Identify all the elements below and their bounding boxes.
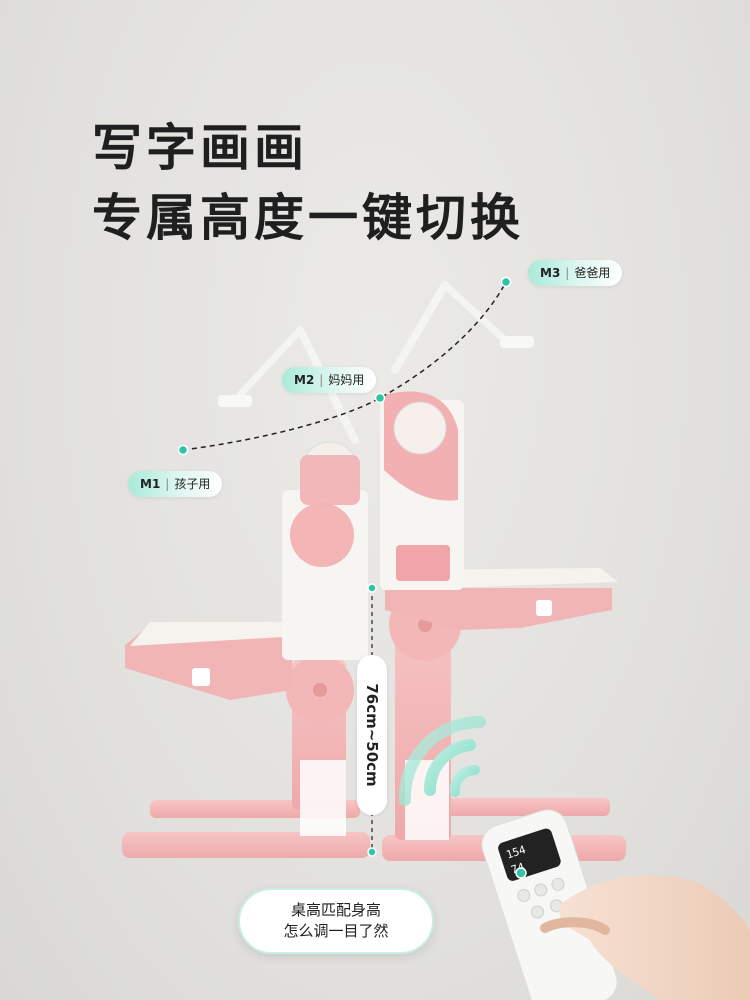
mode-user: 爸爸用 — [574, 266, 611, 280]
note-line-2: 怎么调一目了然 — [283, 922, 389, 940]
height-range-text: 76cm~50cm — [363, 683, 381, 787]
mode-code: M2 — [294, 373, 315, 387]
note-line-1: 桌高匹配身高 — [290, 901, 381, 919]
right-desk-rear-foot — [430, 798, 610, 816]
mode-label-m1: M1 | 孩子用 — [128, 471, 223, 497]
remote-pointer-dot — [515, 867, 527, 879]
headline-line-2: 专属高度一键切换 — [92, 189, 524, 247]
mode-user: 孩子用 — [174, 477, 211, 491]
height-marker-bottom — [367, 847, 377, 857]
headline-line-1: 写字画画 — [92, 119, 308, 177]
wireless-signal-icon — [398, 716, 486, 806]
height-range-label: 76cm~50cm — [357, 655, 387, 815]
mode-separator: | — [565, 266, 570, 280]
mode-label-m3: M3 | 爸爸用 — [528, 260, 623, 286]
mode-label-m2: M2 | 妈妈用 — [282, 367, 377, 393]
left-desk-tabletop — [130, 622, 300, 646]
mode-dot-m1 — [177, 444, 189, 456]
mode-separator: | — [165, 477, 170, 491]
height-marker-top — [367, 583, 377, 593]
left-desk-base — [122, 832, 370, 858]
left-desk — [122, 326, 370, 858]
remote-control: 154 74 — [481, 809, 618, 1000]
mode-dot-m2 — [374, 392, 386, 404]
mode-user: 妈妈用 — [328, 373, 365, 387]
mode-code: M1 — [140, 477, 161, 491]
right-desk — [380, 281, 626, 861]
remote-screen — [498, 828, 561, 881]
mode-separator: | — [319, 373, 324, 387]
mode-dot-m3 — [500, 276, 512, 288]
remote-screen-top: 154 — [504, 843, 527, 862]
feature-note-bubble: 桌高匹配身高 怎么调一目了然 — [238, 888, 434, 954]
hand — [559, 875, 750, 1000]
mode-code: M3 — [540, 266, 561, 280]
